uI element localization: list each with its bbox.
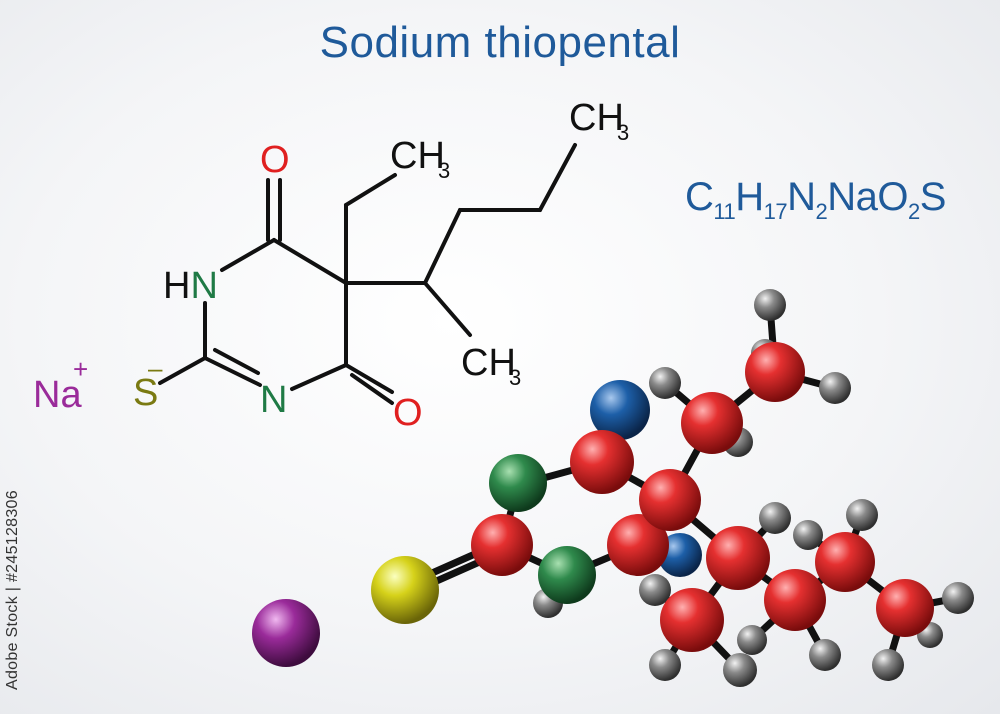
sulfur-label: S xyxy=(133,372,158,414)
bond-c-ch3 xyxy=(538,143,577,212)
bond-ethyl-ch3 xyxy=(344,173,397,207)
hydrogen-sphere xyxy=(793,520,823,550)
hydrogen-sphere xyxy=(846,499,878,531)
formula-part: S xyxy=(919,175,947,219)
molecular-formula: C11H17N2NaO2S xyxy=(685,175,946,225)
svg-text:CH: CH xyxy=(569,97,624,139)
bond-c6-o xyxy=(344,363,394,394)
nh-label: HN xyxy=(163,265,218,307)
svg-text:CH: CH xyxy=(461,342,516,384)
model-atoms xyxy=(252,289,974,687)
carbon-sphere xyxy=(876,579,934,637)
carbon-sphere xyxy=(706,526,770,590)
formula-sub: 2 xyxy=(815,199,828,224)
carbon-sphere xyxy=(471,514,533,576)
carbon-sphere xyxy=(764,569,826,631)
hydrogen-sphere xyxy=(819,372,851,404)
bond-c6-o-double xyxy=(350,373,394,405)
bond-n1-c2-double xyxy=(213,348,260,375)
bond-c2-s xyxy=(158,356,207,385)
formula-part: H xyxy=(735,175,764,219)
carbon-sphere xyxy=(660,588,724,652)
oxygen-sphere xyxy=(590,380,650,440)
bond-n3-c4 xyxy=(220,238,276,272)
carbon-sphere xyxy=(745,342,805,402)
bond-ch-c xyxy=(423,208,462,285)
ch3-methyl-label: CH 3 xyxy=(461,342,521,390)
svg-text:3: 3 xyxy=(509,365,521,390)
nitrogen-sphere xyxy=(538,546,596,604)
hydrogen-sphere xyxy=(754,289,786,321)
carbon-sphere xyxy=(815,532,875,592)
bond-ch-methyl xyxy=(423,281,472,337)
sodium-label: Na xyxy=(33,374,82,416)
hydrogen-sphere xyxy=(737,625,767,655)
hydrogen-sphere xyxy=(649,649,681,681)
sulfur-sphere xyxy=(371,556,439,624)
hydrogen-sphere xyxy=(723,653,757,687)
ch3-propyl-label: CH 3 xyxy=(569,97,629,145)
bond-c6-n1 xyxy=(290,363,348,391)
skeletal-bonds xyxy=(158,143,577,405)
carbon-sphere xyxy=(639,469,701,531)
sodium-charge: + xyxy=(73,354,88,384)
diagram-title: Sodium thiopental xyxy=(319,18,681,67)
hydrogen-sphere xyxy=(942,582,974,614)
formula-part: C xyxy=(685,175,714,219)
oxygen-sphere xyxy=(658,533,702,577)
svg-text:3: 3 xyxy=(438,158,450,183)
stock-watermark: Adobe Stock | #245128306 xyxy=(4,490,21,690)
svg-text:3: 3 xyxy=(617,120,629,145)
nitrogen-label: N xyxy=(260,379,287,421)
carbon-sphere xyxy=(570,430,634,494)
svg-text:CH: CH xyxy=(390,135,445,177)
formula-sub: 17 xyxy=(763,199,788,224)
hydrogen-sphere xyxy=(649,367,681,399)
oxygen-top-label: O xyxy=(260,139,290,181)
bond-c4-c5 xyxy=(272,238,348,285)
ch3-ethyl-label: CH 3 xyxy=(390,135,450,183)
bond-n1-c2 xyxy=(203,356,262,387)
hydrogen-sphere xyxy=(809,639,841,671)
formula-part: N xyxy=(787,175,816,219)
hydrogen-sphere xyxy=(872,649,904,681)
carbon-sphere xyxy=(607,514,669,576)
sodium-ion-sphere xyxy=(252,599,320,667)
hydrogen-sphere xyxy=(639,574,671,606)
formula-sub: 2 xyxy=(908,199,920,224)
formula-part: NaO xyxy=(827,175,908,219)
hydrogen-sphere xyxy=(759,502,791,534)
oxygen-bottom-label: O xyxy=(393,392,423,434)
nitrogen-sphere xyxy=(489,454,547,512)
sulfur-charge: – xyxy=(148,353,163,383)
formula-sub: 11 xyxy=(713,199,736,224)
carbon-sphere xyxy=(681,392,743,454)
